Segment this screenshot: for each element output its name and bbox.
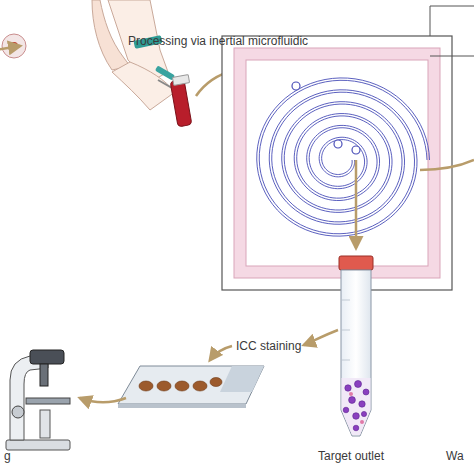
flow-arrow: [210, 346, 232, 360]
step-label: Target outlet: [318, 449, 384, 463]
flow-arrow: [355, 160, 358, 248]
flow-arrow: [420, 160, 474, 170]
arm-blood-draw: [92, 0, 192, 127]
spiral-channel: [259, 80, 427, 233]
target-tube: [339, 256, 373, 436]
spiral-channel: [257, 78, 430, 236]
flow-arrow: [304, 330, 338, 345]
stained-slide: [118, 366, 264, 408]
step-label: Wa: [446, 449, 464, 463]
microscope: [6, 350, 70, 450]
step-label: g: [4, 449, 11, 463]
microfluidic-chip: [222, 6, 474, 290]
flow-arrow: [80, 398, 126, 403]
step-label: Processing via inertial microfluidic: [128, 34, 308, 48]
flow-arrow: [0, 46, 20, 50]
step-label: ICC staining: [236, 339, 301, 353]
